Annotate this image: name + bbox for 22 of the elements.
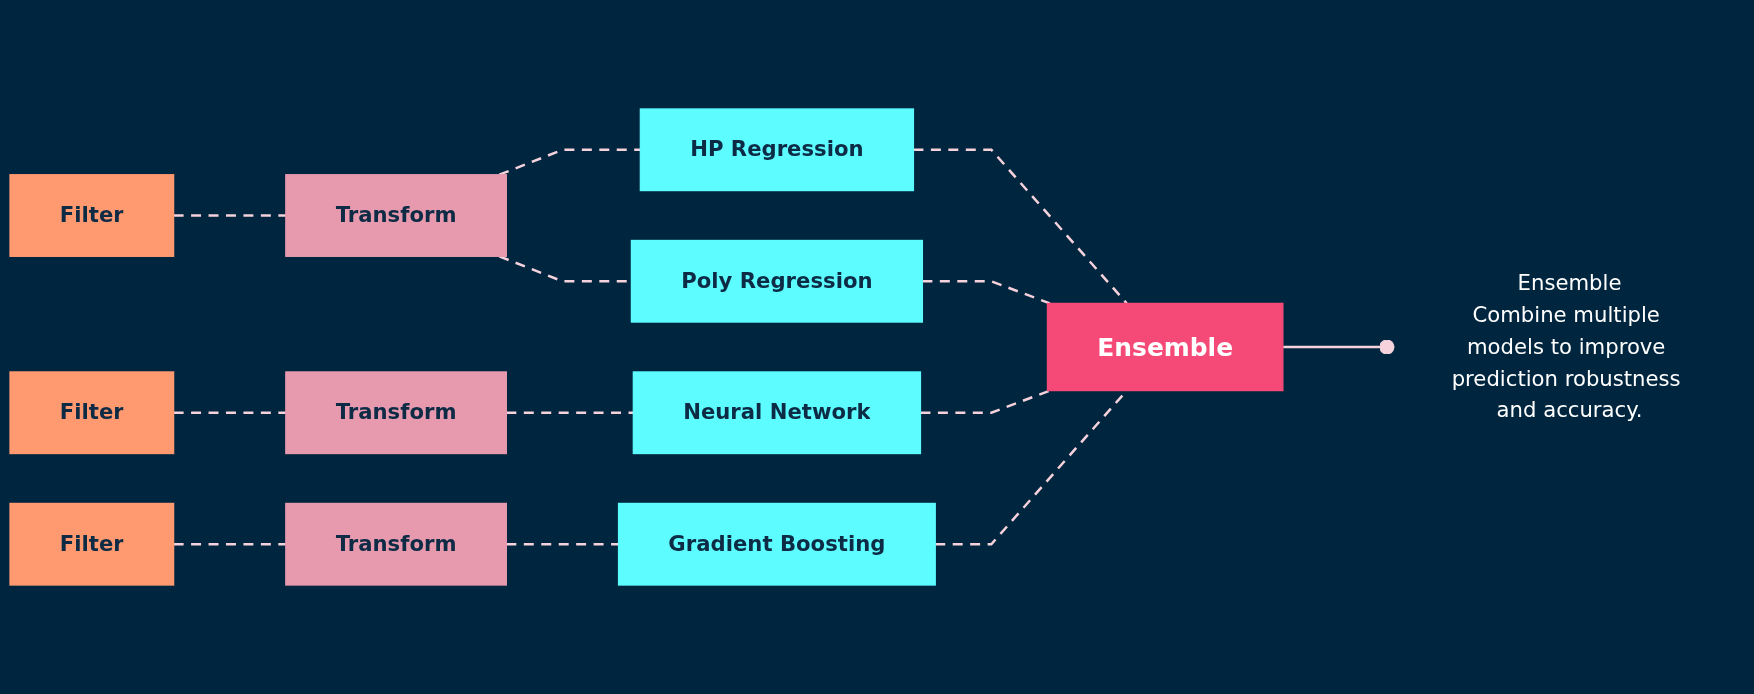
node-box: Transform (285, 371, 507, 455)
connector (922, 280, 1051, 305)
connector (173, 542, 286, 546)
connector (173, 411, 286, 414)
node-box: Gradient Boosting (617, 502, 936, 586)
connector (506, 411, 634, 414)
connector (498, 148, 641, 176)
node-box: Ensemble (1046, 302, 1284, 392)
connector (173, 214, 286, 217)
connector (913, 148, 1128, 305)
connector (920, 389, 1051, 414)
node-box: Neural Network (632, 371, 922, 455)
node-box: Filter (9, 371, 175, 455)
node-box: Poly Regression (630, 239, 924, 323)
node-box: Transform (285, 502, 507, 586)
node-box: Filter (9, 174, 175, 257)
node-box: Filter (9, 502, 175, 586)
node-text: Ensemble Combine multiple models to improve prediction robustness and accuracy. (1451, 270, 1681, 423)
node-box: Transform (285, 174, 507, 257)
node-box: HP Regression (639, 108, 915, 192)
connector (506, 542, 619, 546)
connector (1282, 339, 1396, 355)
